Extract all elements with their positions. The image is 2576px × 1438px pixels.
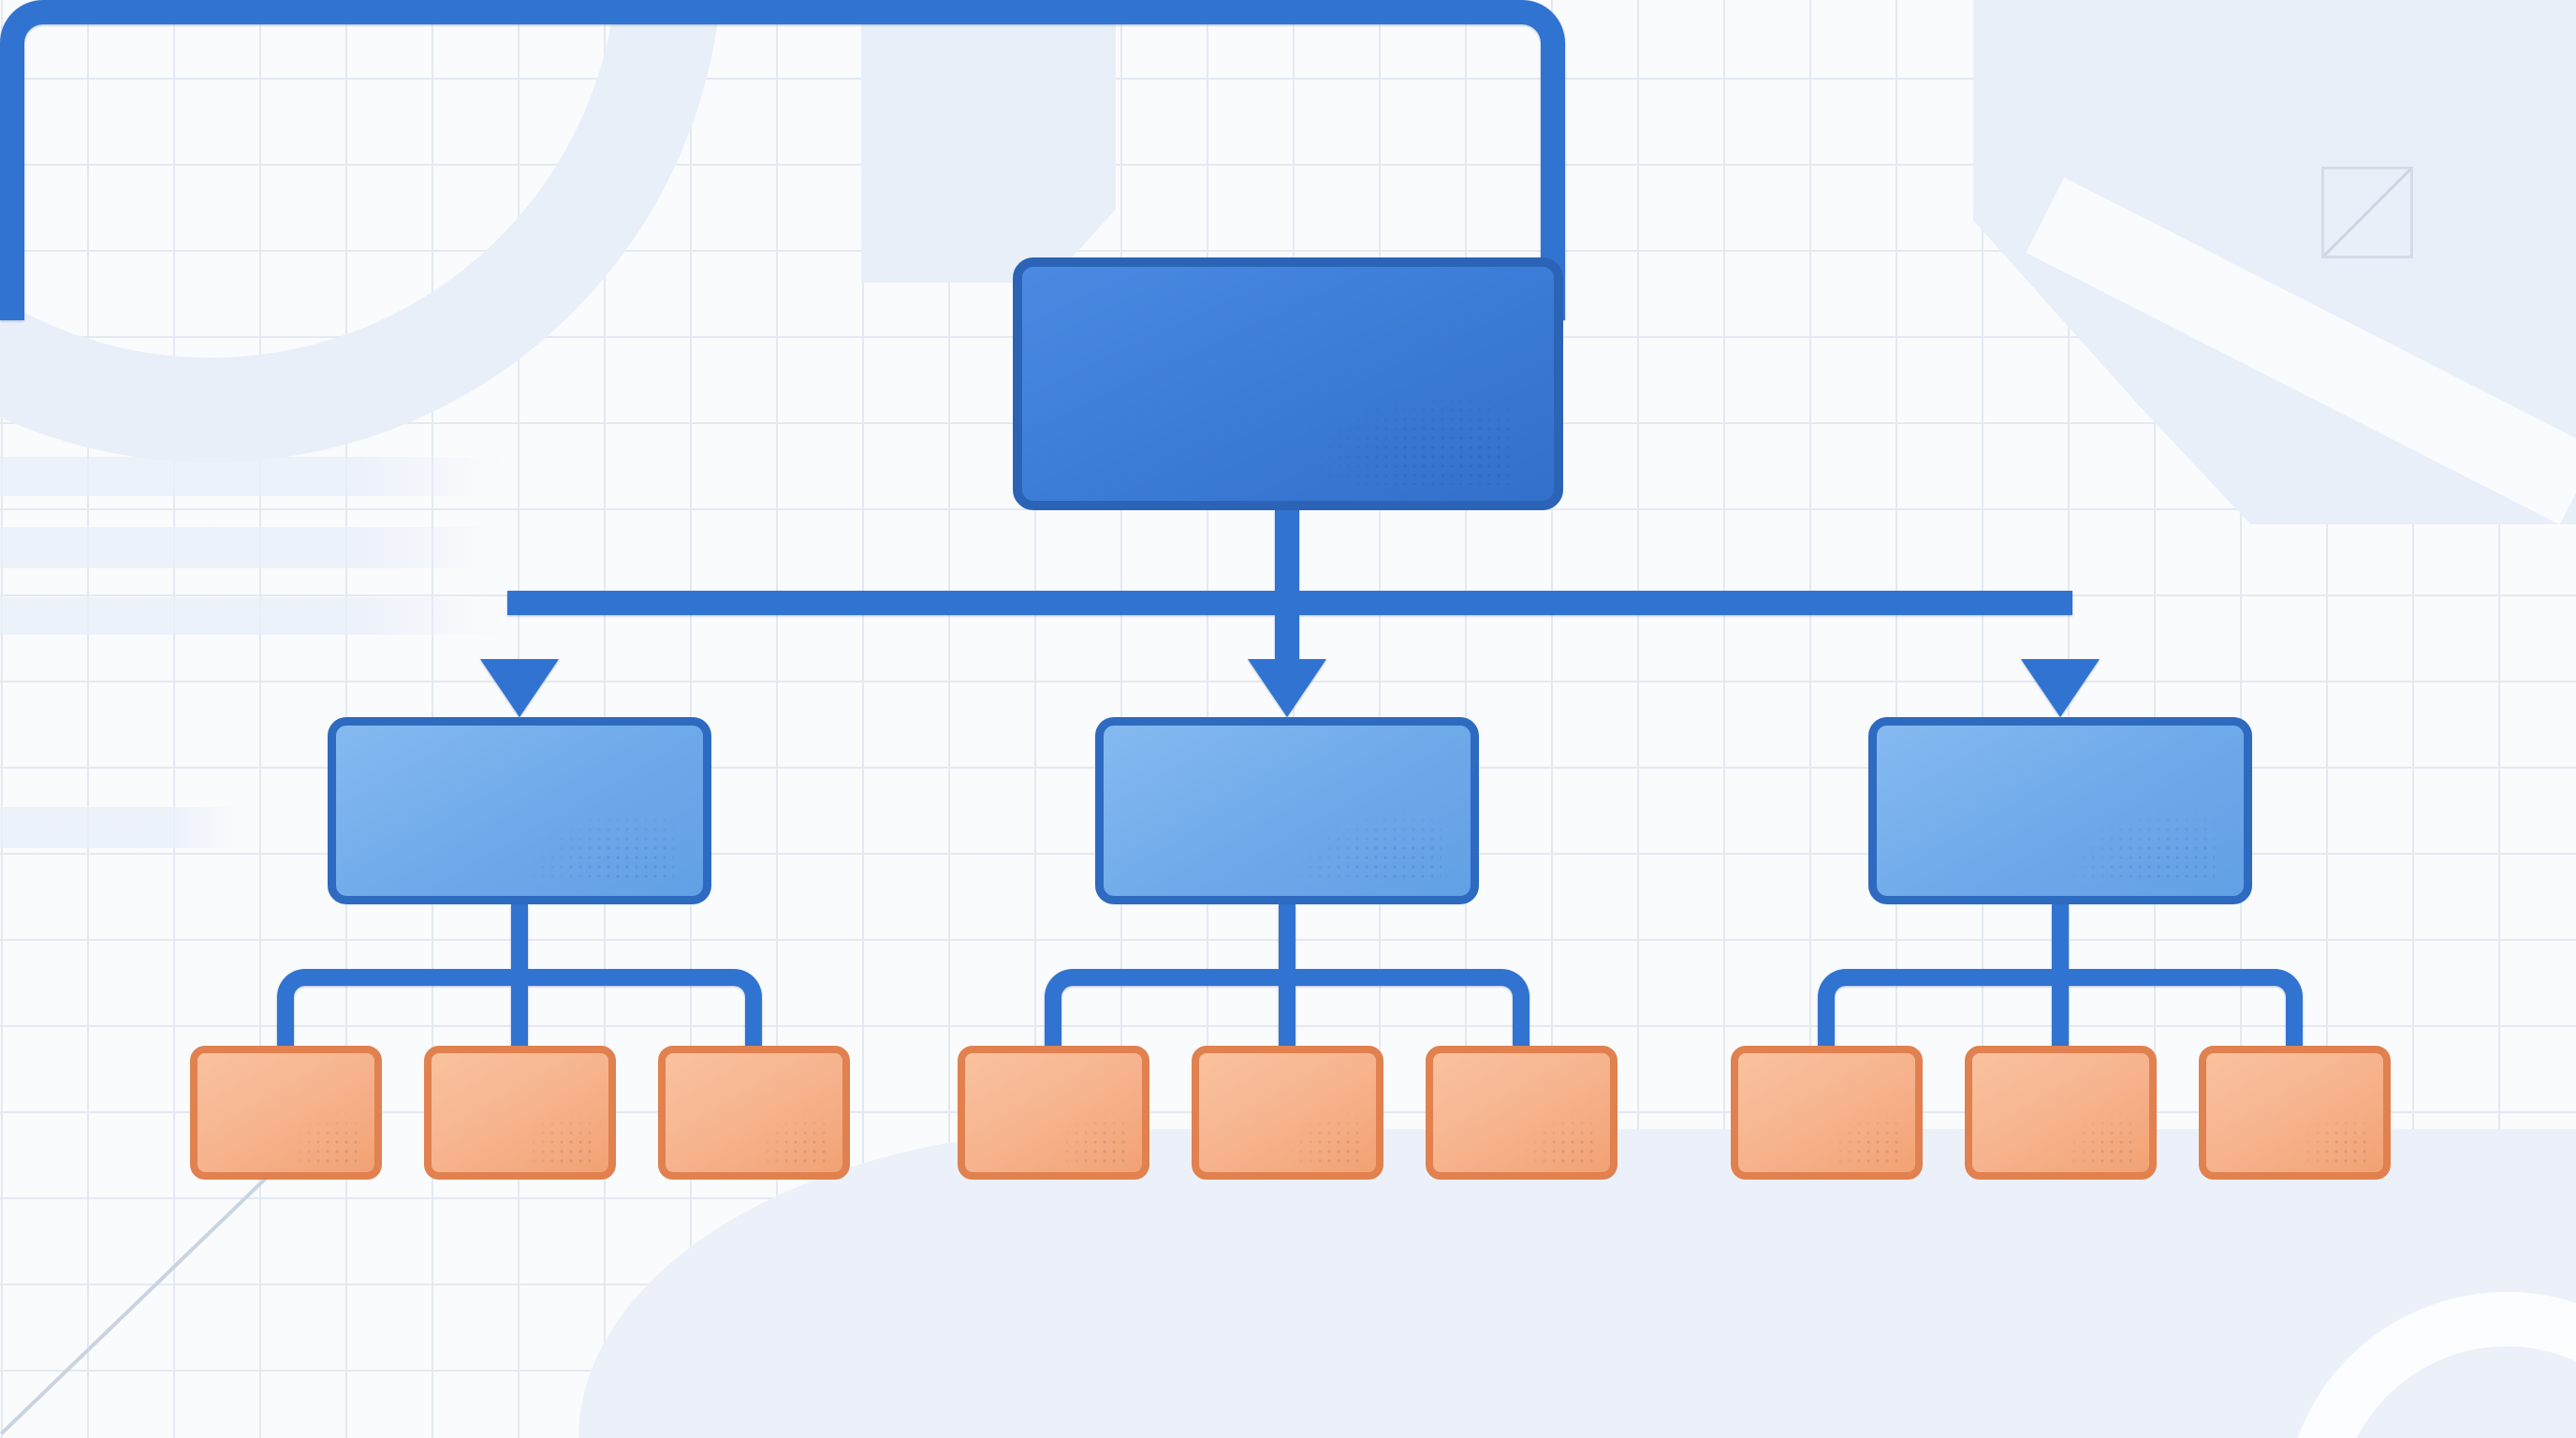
leaf-node-2-2 (1191, 1046, 1383, 1180)
leaf-node-1-2 (423, 1046, 616, 1180)
leaf-node-2-3 (1425, 1046, 1617, 1180)
speckle-texture (754, 1108, 828, 1165)
root-stem (1275, 506, 1299, 668)
trunk-rail-frame (0, 0, 1565, 320)
speckle-texture (2060, 1108, 2135, 1165)
speckle-texture (1521, 1108, 1596, 1165)
leaf-node-1-3 (657, 1046, 850, 1180)
speckle-texture (2060, 805, 2215, 885)
speckle-texture (1826, 1108, 1901, 1165)
arrow-head-center-icon (1248, 659, 1326, 717)
branch-node-1 (328, 717, 711, 904)
branch-node-2 (1095, 717, 1479, 904)
arrow-head-left-icon (480, 659, 559, 717)
speckle-texture (285, 1108, 360, 1165)
speckle-texture (2294, 1108, 2369, 1165)
leaf-node-3-2 (1964, 1046, 2157, 1180)
speckle-texture (1287, 1108, 1362, 1165)
branch-1-stem (511, 904, 528, 1046)
root-node (1013, 257, 1563, 510)
speckle-texture (1288, 376, 1512, 485)
branch-2-stem (1279, 904, 1295, 1046)
branch-node-3 (1868, 717, 2252, 904)
speckle-texture (520, 1108, 594, 1165)
speckle-texture (1053, 1108, 1128, 1165)
leaf-node-3-3 (2198, 1046, 2391, 1180)
leaf-node-2-1 (957, 1046, 1149, 1180)
leaf-node-3-1 (1730, 1046, 1923, 1180)
leaf-node-1-1 (189, 1046, 382, 1180)
arrow-head-right-icon (2021, 659, 2100, 717)
branch-3-stem (2052, 904, 2069, 1046)
speckle-texture (1287, 805, 1442, 885)
speckle-texture (520, 805, 674, 885)
